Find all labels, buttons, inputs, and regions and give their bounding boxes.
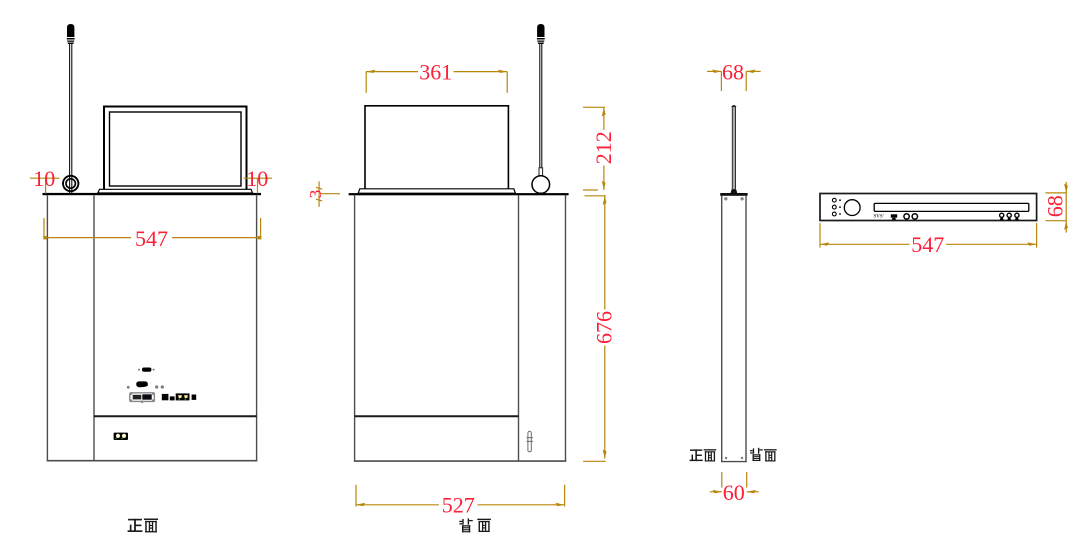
svg-text:361: 361 (419, 60, 452, 85)
svg-text:10: 10 (246, 166, 268, 191)
svg-text:68: 68 (722, 60, 744, 85)
svg-text:212: 212 (591, 131, 616, 164)
svg-text:SVS': SVS' (874, 214, 885, 219)
svg-text:60: 60 (723, 480, 745, 505)
svg-text:3: 3 (306, 190, 325, 199)
svg-text:68: 68 (1042, 195, 1067, 217)
svg-text:547: 547 (911, 232, 944, 257)
svg-text:527: 527 (442, 493, 475, 518)
svg-text:676: 676 (592, 311, 617, 344)
svg-text:547: 547 (135, 226, 168, 251)
svg-text:10: 10 (33, 166, 55, 191)
